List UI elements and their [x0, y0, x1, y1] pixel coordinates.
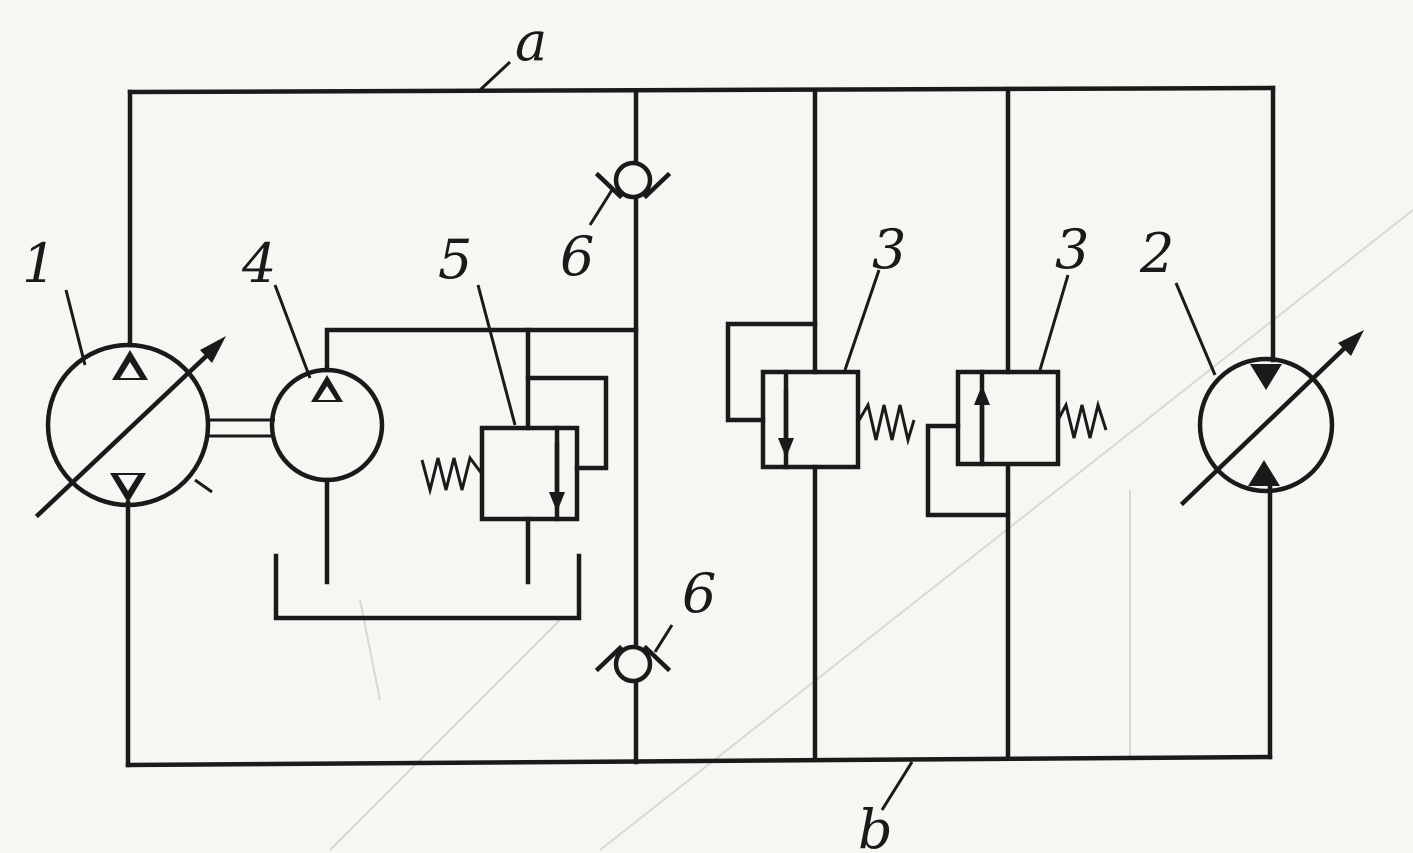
- line-a: [127, 85, 1276, 95]
- spring-icon: [420, 454, 484, 496]
- label-check-6-bottom: 6: [682, 562, 716, 625]
- check-valve-6-top: [594, 160, 672, 200]
- motor-2-variable-displacement: [1179, 330, 1364, 507]
- spring-icon: [1056, 399, 1108, 439]
- label-motor-2: 2: [1139, 222, 1174, 285]
- variable-arrow-icon: [1338, 330, 1364, 356]
- label-valve-5: 5: [438, 228, 472, 291]
- component-labels: a b 1 4 5 6 6 3 3 2: [22, 10, 1174, 853]
- pressure-valve-3-right: [925, 369, 1108, 518]
- label-line-b: b: [858, 798, 893, 853]
- main-hydraulic-lines: [125, 85, 1276, 768]
- spring-icon: [856, 400, 916, 446]
- label-valve-3-left: 3: [872, 218, 906, 281]
- line-b: [125, 754, 1273, 768]
- label-line-a: a: [515, 10, 547, 73]
- relief-valve-5: [420, 327, 609, 585]
- background-artifacts: [329, 209, 1413, 851]
- label-valve-3-right: 3: [1055, 218, 1089, 281]
- label-check-6-top: 6: [560, 225, 594, 288]
- leader-lines: [64, 60, 1217, 811]
- pump-4-charge-pump: [269, 327, 639, 585]
- label-pump-1: 1: [22, 232, 56, 295]
- label-pump-4: 4: [241, 232, 276, 295]
- variable-arrow-icon: [200, 336, 226, 363]
- drive-shaft: [208, 418, 275, 438]
- check-valve-6-bottom: [594, 644, 672, 684]
- reservoir-tank: [273, 553, 582, 621]
- pump-1-variable-displacement: [34, 336, 226, 519]
- pressure-valve-3-left: [725, 321, 916, 470]
